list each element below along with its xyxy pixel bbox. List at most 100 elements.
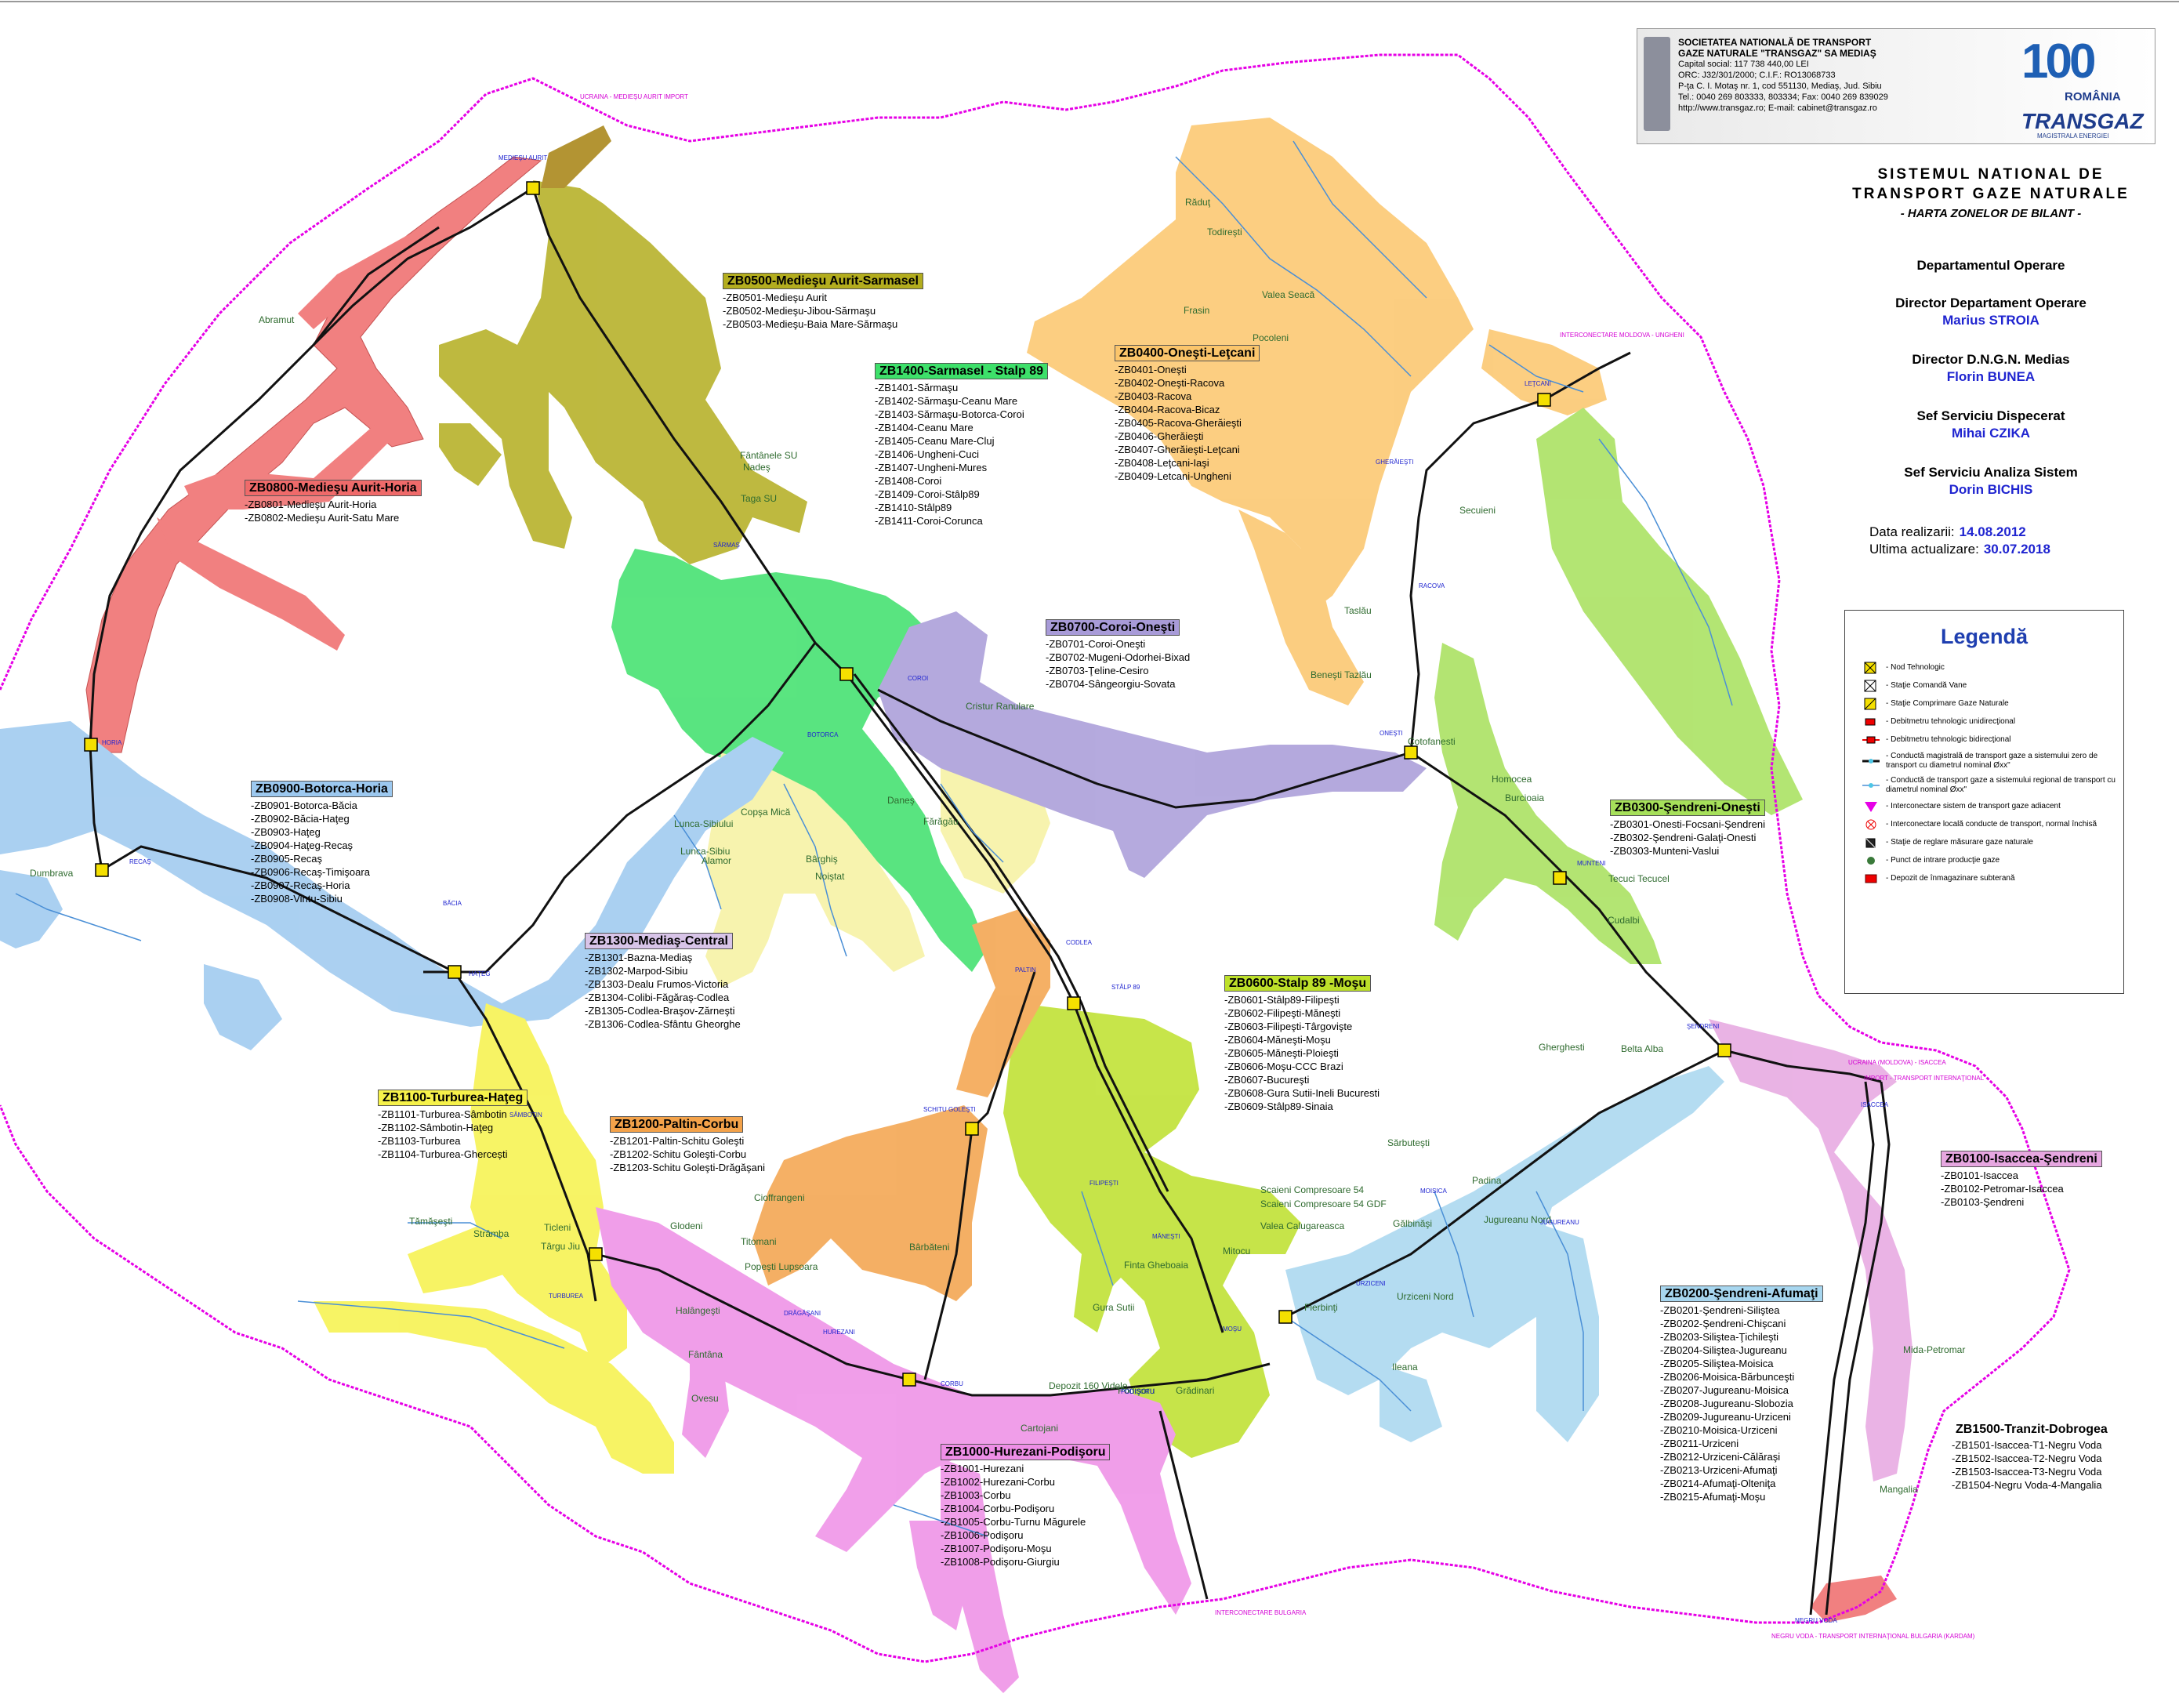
zone-item: -ZB1203-Schitu Goleşti-Drăgăşani xyxy=(610,1162,765,1173)
place-label: Valea Seacă xyxy=(1262,289,1314,300)
station-label: MĂNEŞTI xyxy=(1152,1233,1180,1240)
zone-item: -ZB1303-Dealu Frumos-Victoria xyxy=(585,978,729,990)
tech-node-icon xyxy=(526,181,540,195)
station-label: NEGRU VODA xyxy=(1795,1617,1837,1624)
interconnection-adjacent-icon xyxy=(1862,800,1880,813)
zone-zb0200-area xyxy=(1285,1066,1724,1395)
zone-title: ZB1200-Paltin-Corbu xyxy=(610,1116,744,1133)
company-phone: Tel.: 0040 269 803333, 803334; Fax: 0040… xyxy=(1678,92,1888,102)
zone-item: -ZB1102-Sâmbotin-Haţeg xyxy=(378,1122,494,1133)
legend-item: - Interconectare sistem de transport gaz… xyxy=(1862,800,2119,813)
pipe-coroi-onesti xyxy=(877,688,1412,809)
company-name-1: SOCIETATEA NATIONALĂ DE TRANSPORT xyxy=(1678,37,1872,48)
legend-item: - Punct de intrare producţie gaze xyxy=(1862,854,2119,867)
reg-pipe-11 xyxy=(15,893,142,941)
zone-item: -ZB1403-Sărmaşu-Botorca-Coroi xyxy=(875,408,1024,420)
company-orc: ORC: J32/301/2000; C.I.F.: RO13068733 xyxy=(1678,71,1836,80)
company-header: SOCIETATEA NATIONALĂ DE TRANSPORT GAZE N… xyxy=(1637,28,2155,144)
station-labels: MEDIEŞU AURIT SĂRMAŞ HORIA RECAŞ BĂCIA H… xyxy=(102,154,1889,1624)
place-label: Popeşti Lupsoara xyxy=(745,1261,818,1272)
zone-item: -ZB1005-Corbu-Turnu Măgurele xyxy=(941,1516,1086,1528)
person-name: Marius STROIA xyxy=(1942,313,2039,328)
place-label: Glodeni xyxy=(670,1220,702,1231)
zone-item: -ZB0101-Isaccea xyxy=(1941,1169,2018,1181)
legend-text: - Staţie de reglare măsurare gaze natura… xyxy=(1886,838,2033,847)
person-name: Florin BUNEA xyxy=(1946,369,2036,384)
place-label: Belta Alba xyxy=(1621,1043,1663,1054)
person-name: Mihai CZIKA xyxy=(1951,426,2031,441)
zone-title: ZB0700-Coroi-Oneşti xyxy=(1046,619,1180,636)
zone-fills xyxy=(0,118,1913,1693)
zone-zb0600-west xyxy=(1074,1191,1144,1333)
zone-item: -ZB1101-Turburea-Sâmbotin xyxy=(378,1108,507,1120)
zone-title: ZB1400-Sarmasel - Stalp 89 xyxy=(875,363,1048,379)
station-label: TURBUREA xyxy=(549,1293,584,1300)
station-label: ŞENDRENI xyxy=(1687,1023,1719,1030)
zone-item: -ZB1104-Turburea-Ghercești xyxy=(378,1148,508,1160)
zone-zb1500-label: ZB1500-Tranzit-Dobrogea -ZB1501-Isaccea-… xyxy=(1952,1422,2112,1492)
zone-zb1000-west xyxy=(682,1333,729,1458)
place-label: Podişoru xyxy=(1118,1385,1155,1396)
company-name-2: GAZE NATURALE "TRANSGAZ" SA MEDIAŞ xyxy=(1678,48,1876,59)
production-entry-icon xyxy=(1862,854,1880,867)
tech-node-icon xyxy=(1862,662,1880,674)
station-label: CORBU xyxy=(941,1380,963,1387)
zone-item: -ZB0401-Oneşti xyxy=(1115,364,1187,375)
legend-text: - Conductă magistrală de transport gaze … xyxy=(1886,752,2098,770)
zone-item: -ZB0502-Medieşu-Jibou-Sărmaşu xyxy=(723,305,876,317)
station-label: SĂRMAŞ xyxy=(713,542,740,549)
zone-item: -ZB0103-Şendreni xyxy=(1941,1196,2025,1208)
zone-item: -ZB0206-Moisica-Bărbunceşti xyxy=(1660,1371,1795,1383)
zone-item: -ZB0701-Coroi-Oneşti xyxy=(1046,638,1146,650)
pipe-sendreni-isaccea xyxy=(1724,1049,1882,1083)
zone-title: ZB0500-Medieşu Aurit-Sarmasel xyxy=(723,273,923,289)
main-pipeline-icon xyxy=(1862,755,1880,767)
zone-zb1400-label: ZB1400-Sarmasel - Stalp 89 -ZB1401-Sărma… xyxy=(875,363,1048,528)
legend-item: - Staţie de reglare măsurare gaze natura… xyxy=(1862,836,2119,849)
legend-text: - Debitmetru tehnologic bidirecţional xyxy=(1886,735,2011,744)
station-label: STÂLP 89 xyxy=(1111,984,1140,991)
place-label: Fierbinţi xyxy=(1304,1302,1338,1313)
legend-text: - Interconectare sistem de transport gaz… xyxy=(1886,802,2061,810)
role-label: Director D.N.G.N. Medias xyxy=(1912,352,2070,367)
title-line-1: SISTEMUL NATIONAL DE xyxy=(1877,166,2105,183)
legend-text: - Staţie Comprimare Gaze Naturale xyxy=(1886,699,2009,708)
legend-item: - Depozit de înmagazinare subterană xyxy=(1862,872,2119,885)
zone-zb0800-area xyxy=(85,156,542,753)
zone-item: -ZB0704-Sângeorgiu-Sovata xyxy=(1046,678,1176,690)
place-label: Abramut xyxy=(259,314,295,325)
zone-item: -ZB1306-Codlea-Sfântu Gheorghe xyxy=(585,1018,741,1030)
zone-item: -ZB0905-Recaş xyxy=(251,853,323,865)
reg-pipe-8 xyxy=(673,814,722,910)
metering-station-icon xyxy=(1862,836,1880,849)
pipe-onesti-letcani xyxy=(1409,398,1545,753)
zone-title: ZB0400-Oneşti-Leţcani xyxy=(1115,345,1260,361)
zone-item: -ZB0606-Moşu-CCC Brazi xyxy=(1224,1061,1343,1072)
zone-item: -ZB0210-Moisica-Urziceni xyxy=(1660,1424,1778,1436)
pipe-podisor-giurgiu xyxy=(1158,1410,1209,1600)
zone-item: -ZB0907-Recaş-Horia xyxy=(251,879,350,891)
company-info: SOCIETATEA NATIONALĂ DE TRANSPORT GAZE N… xyxy=(1678,37,1976,114)
zone-item: -ZB0209-Jugureanu-Urziceni xyxy=(1660,1411,1791,1423)
role-director-dngn: Director D.N.G.N. Medias Florin BUNEA xyxy=(1826,351,2155,386)
zone-zb0800-label: ZB0800-Medieşu Aurit-Horia -ZB0801-Medie… xyxy=(245,480,422,524)
legend: Legendă - Nod Tehnologic - Staţie Comand… xyxy=(1844,610,2124,994)
pipe-sendreni-afumati xyxy=(1285,1049,1725,1318)
zone-item: -ZB0202-Şendreni-Chişcani xyxy=(1660,1318,1786,1329)
station-label: URZICENI xyxy=(1356,1280,1386,1287)
zone-item: -ZB0204-Siliştea-Jugureanu xyxy=(1660,1344,1787,1356)
pipe-medieu-sarmas xyxy=(531,187,848,676)
station-label: BĂCIA xyxy=(443,900,462,907)
place-label: Mida-Petromar xyxy=(1903,1344,1965,1355)
station-label: HUREZANI xyxy=(823,1329,855,1336)
place-label: Mangalia xyxy=(1880,1484,1918,1495)
zone-zb0400-label: ZB0400-Oneşti-Leţcani -ZB0401-Oneşti -ZB… xyxy=(1115,345,1260,483)
date-updated-label: Ultima actualizare: xyxy=(1869,542,1979,557)
place-label: Strâmba xyxy=(473,1228,509,1239)
zone-zb0800-south xyxy=(157,517,345,651)
zone-title: ZB0600-Stalp 89 -Moşu xyxy=(1224,975,1372,992)
zone-zb1500-area xyxy=(1811,1576,1897,1623)
reg-pipe-1 xyxy=(1175,156,1412,377)
place-label: Răduţ xyxy=(1185,197,1211,208)
zone-zb0900-south xyxy=(204,964,282,1050)
